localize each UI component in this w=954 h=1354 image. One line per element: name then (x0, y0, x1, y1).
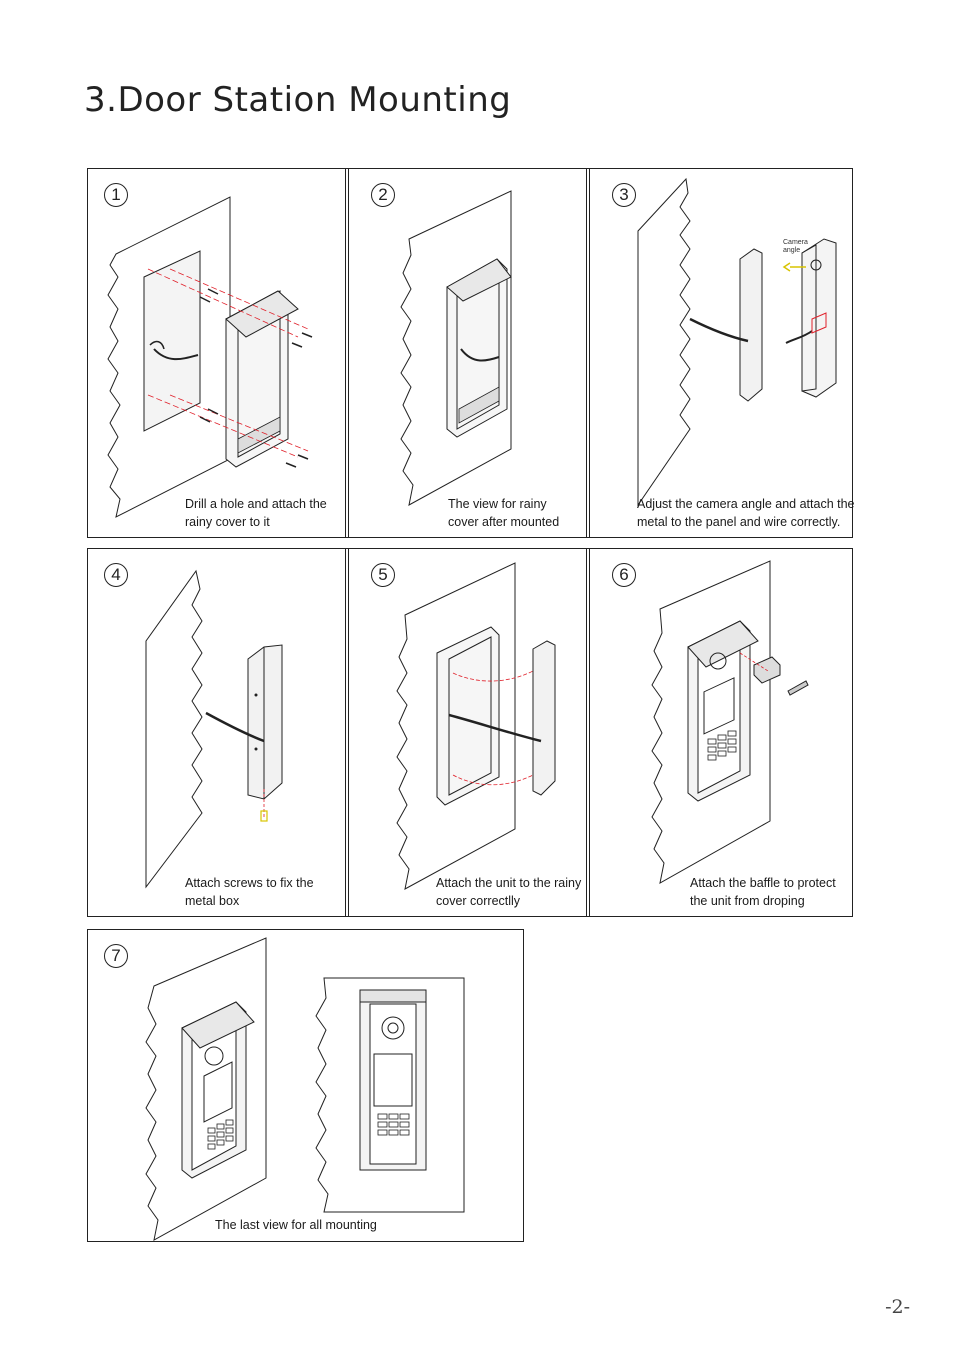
step-2-caption: The view for rainy cover after mounted (448, 497, 560, 529)
row-2-divider-a (345, 549, 349, 916)
step-3-number: 3 (612, 183, 636, 207)
step-5-panel: 5 Attach the unit to the rainy cover cor… (349, 549, 586, 916)
step-3-callout: Camera angle (783, 239, 808, 254)
step-1-panel: 1 Drill a (88, 169, 345, 537)
step-3-illustration (637, 177, 837, 507)
step-2-number: 2 (371, 183, 395, 207)
step-1-caption: Drill a hole and attach the rainy cover … (185, 497, 327, 529)
step-5-caption: Attach the unit to the rainy cover corre… (436, 876, 582, 908)
step-2-illustration (400, 190, 512, 506)
step-4-caption: Attach screws to fix the metal box (185, 876, 314, 908)
row-1-frame: 1 Drill a (87, 168, 855, 538)
step-5-number: 5 (371, 563, 395, 587)
step-7-caption: The last view for all mounting (215, 1218, 377, 1232)
step-4-panel: 4 Attach screws to fix the metal box (88, 549, 345, 916)
step-1-illustration (107, 196, 313, 518)
row-1-divider-a (345, 169, 349, 537)
step-7-frame: 7 The last view for all mounting (87, 929, 524, 1242)
page-number: -2- (885, 1296, 910, 1318)
step-6-caption: Attach the baffle to protect the unit fr… (690, 876, 836, 908)
step-7-illustration-front (315, 977, 465, 1213)
step-1-number: 1 (104, 183, 128, 207)
row-2-divider-b (586, 549, 590, 916)
step-5-illustration (396, 562, 556, 890)
step-3-panel: 3 Camera angle Adjust the camera angle a… (590, 169, 855, 537)
row-1-divider-b (586, 169, 590, 537)
step-4-number: 4 (104, 563, 128, 587)
step-7-illustration-angled (145, 937, 267, 1241)
step-2-panel: 2 The view for rainy cover after mounted (349, 169, 586, 537)
page-title: 3.Door Station Mounting (84, 80, 512, 120)
step-6-number: 6 (612, 563, 636, 587)
row-2-frame: 4 Attach screws to fix the metal box 5 (87, 548, 853, 917)
step-6-panel: 6 Attach the baffle to protect the unit … (590, 549, 852, 916)
step-4-illustration (145, 569, 283, 889)
step-7-number: 7 (104, 944, 128, 968)
step-3-caption: Adjust the camera angle and attach the m… (637, 497, 855, 529)
step-6-illustration (651, 560, 809, 884)
